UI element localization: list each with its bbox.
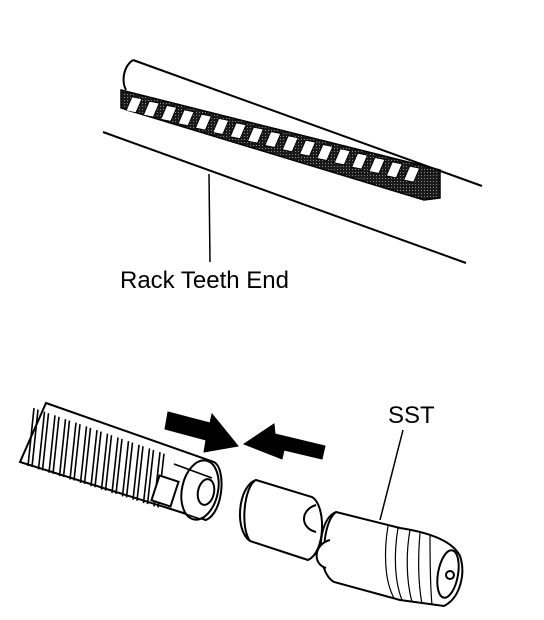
rack-tooth — [246, 126, 265, 144]
rack-tooth — [281, 135, 299, 153]
rod-tooth-ridge — [132, 444, 140, 500]
rack-tooth — [316, 143, 334, 162]
rack-tooth — [160, 104, 178, 122]
rod-tooth-ridge — [73, 424, 81, 481]
rack-end-flat — [150, 474, 180, 508]
rack-rod-left-end — [122, 59, 134, 91]
rack-tooth — [350, 152, 369, 170]
rod-tooth-ridge — [121, 440, 130, 497]
rod-tooth-ridge — [94, 431, 102, 488]
rod-tooth-ridge — [136, 446, 144, 501]
rod-tooth-ridge — [146, 449, 155, 505]
rack-tooth — [194, 113, 213, 131]
arrow-right-icon — [164, 411, 239, 453]
rack-tooth — [142, 100, 161, 118]
rod-tooth-ridge — [37, 411, 46, 470]
rack-tooth — [298, 139, 317, 157]
arrow-left-icon — [242, 423, 326, 460]
rack-tooth — [385, 161, 403, 179]
rod-tooth-ridge — [48, 415, 56, 473]
rod-tooth-ridge — [27, 407, 35, 467]
rack-tooth — [368, 156, 386, 175]
rod-tooth-ridge — [115, 438, 123, 495]
rod-tooth-ridge — [100, 433, 109, 490]
rack-rod-top-edge — [132, 59, 483, 187]
rack-teeth-leader-line — [208, 173, 211, 263]
sst-leader-line — [379, 429, 404, 521]
rack-end — [18, 401, 223, 522]
rack-tooth — [229, 122, 247, 140]
rod-tooth-ridge — [62, 420, 71, 478]
rod-tooth-ridge — [111, 437, 119, 494]
rod-tooth-ridge — [125, 442, 134, 498]
rack-tooth — [402, 165, 421, 183]
sst-tool — [315, 510, 464, 608]
rack-tooth — [177, 109, 195, 127]
rack-teeth-end-label: Rack Teeth End — [120, 267, 289, 294]
rack-tooth — [264, 130, 282, 149]
rack-detail — [102, 59, 483, 264]
rod-tooth-ridge — [69, 422, 77, 480]
rod-tooth-ridge — [31, 409, 39, 468]
rod-tooth-ridge — [83, 427, 92, 484]
rod-tooth-ridge — [104, 435, 113, 491]
rack-rod-bottom-edge — [102, 131, 467, 264]
rod-tooth-ridge — [41, 413, 50, 471]
rack-tooth — [125, 96, 143, 114]
collar-piece — [239, 478, 323, 562]
rod-tooth-ridge — [79, 426, 88, 483]
rod-tooth-ridge — [90, 429, 98, 487]
rack-teeth-band — [120, 89, 441, 201]
rod-tooth-ridge — [142, 448, 151, 504]
rod-tooth-ridge — [58, 418, 67, 477]
rack-tooth — [212, 117, 230, 136]
rod-tooth-ridge — [52, 416, 60, 474]
press-arrows — [164, 411, 326, 460]
rack-tooth — [333, 148, 351, 166]
sst-label: SST — [388, 402, 435, 429]
